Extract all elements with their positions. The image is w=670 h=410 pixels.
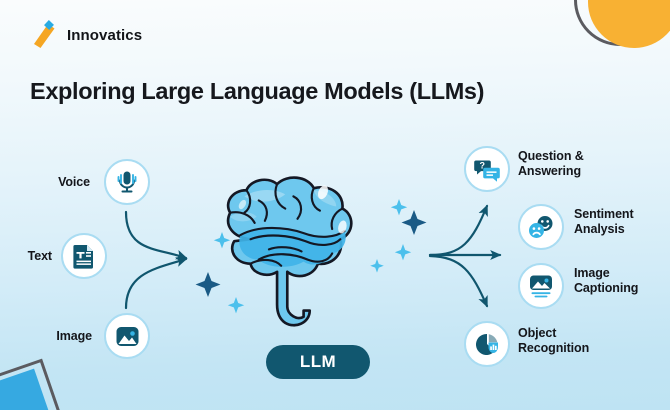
smiley-faces-icon (527, 214, 555, 240)
input-label-voice: Voice (58, 175, 90, 189)
image-caption-icon (527, 273, 555, 299)
input-node-voice[interactable] (104, 159, 150, 205)
brand-logo: Innovatics (30, 20, 142, 50)
pie-bar-chart-icon (474, 331, 501, 358)
chat-bubbles-question-icon: ? (473, 156, 501, 183)
output-node-question-answering[interactable]: ? (464, 146, 510, 192)
brand-name: Innovatics (67, 26, 143, 44)
input-label-text: Text (27, 249, 52, 263)
output-label-sentiment-analysis: Sentiment Analysis (574, 207, 634, 237)
output-node-sentiment-analysis[interactable] (518, 204, 564, 250)
svg-text:?: ? (479, 160, 485, 170)
llm-badge: LLM (266, 345, 370, 379)
input-node-image[interactable] (104, 313, 150, 359)
output-node-object-recognition[interactable] (464, 321, 510, 367)
output-label-question-answering: Question & Answering (518, 149, 584, 179)
microphone-icon (113, 168, 141, 196)
innovatics-logo-icon (30, 20, 58, 50)
sparkle-icon (195, 210, 427, 297)
document-text-icon (71, 242, 97, 270)
input-label-image: Image (56, 329, 92, 343)
diverging-arrow-icon (428, 204, 502, 308)
output-label-image-captioning: Image Captioning (574, 266, 639, 296)
output-label-object-recognition: Object Recognition (518, 326, 590, 356)
input-node-text[interactable] (61, 233, 107, 279)
converging-arrow-icon (124, 210, 188, 310)
image-picture-icon (114, 323, 141, 350)
sparkle-icon-light (213, 199, 412, 314)
page-title: Exploring Large Language Models (LLMs) (30, 78, 485, 104)
output-node-image-captioning[interactable] (518, 263, 564, 309)
